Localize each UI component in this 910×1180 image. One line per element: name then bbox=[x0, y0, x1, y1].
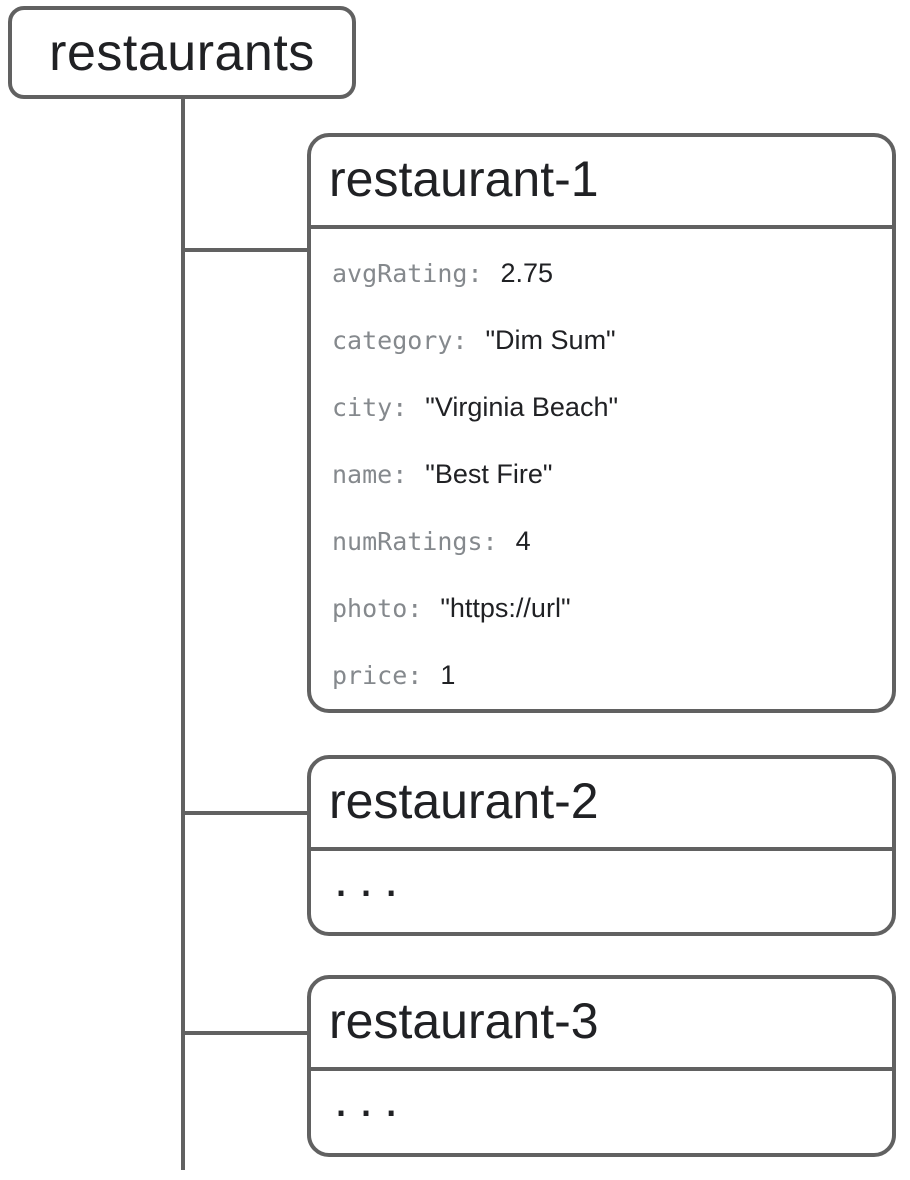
document-card-restaurant-3: restaurant-3 ... bbox=[307, 975, 896, 1157]
field-value: "https://url" bbox=[440, 593, 571, 623]
field-key: price: bbox=[332, 661, 423, 690]
field-row: category: "Dim Sum" bbox=[332, 326, 872, 355]
field-row: numRatings: 4 bbox=[332, 527, 872, 556]
field-value: "Dim Sum" bbox=[485, 325, 616, 355]
connector-line-restaurant-1 bbox=[183, 248, 309, 252]
field-key: category: bbox=[332, 326, 468, 355]
field-value: "Virginia Beach" bbox=[425, 392, 619, 422]
field-value: 2.75 bbox=[500, 258, 554, 288]
field-row: name: "Best Fire" bbox=[332, 460, 872, 489]
document-card-restaurant-1: restaurant-1 avgRating: 2.75 category: "… bbox=[307, 133, 896, 713]
ellipsis-text: ... bbox=[332, 869, 408, 904]
field-key: numRatings: bbox=[332, 527, 498, 556]
field-value: 4 bbox=[515, 526, 531, 556]
field-value: "Best Fire" bbox=[425, 459, 553, 489]
field-key: photo: bbox=[332, 594, 423, 623]
document-fields: avgRating: 2.75 category: "Dim Sum" city… bbox=[311, 229, 892, 690]
field-row: photo: "https://url" bbox=[332, 594, 872, 623]
document-header: restaurant-3 bbox=[311, 979, 892, 1071]
field-value: 1 bbox=[440, 660, 456, 690]
connector-line-restaurant-2 bbox=[183, 811, 309, 815]
field-key: avgRating: bbox=[332, 259, 483, 288]
document-title: restaurant-1 bbox=[329, 151, 599, 207]
document-title: restaurant-3 bbox=[329, 993, 599, 1049]
document-title: restaurant-2 bbox=[329, 773, 599, 829]
field-key: city: bbox=[332, 393, 408, 422]
field-row: avgRating: 2.75 bbox=[332, 259, 872, 288]
document-header: restaurant-2 bbox=[311, 759, 892, 851]
collection-label: restaurants bbox=[49, 23, 315, 82]
field-key: name: bbox=[332, 460, 408, 489]
document-header: restaurant-1 bbox=[311, 137, 892, 229]
document-card-restaurant-2: restaurant-2 ... bbox=[307, 755, 896, 936]
field-row: price: 1 bbox=[332, 661, 872, 690]
collection-node: restaurants bbox=[8, 6, 356, 99]
field-row: city: "Virginia Beach" bbox=[332, 393, 872, 422]
connector-line-restaurant-3 bbox=[183, 1031, 309, 1035]
ellipsis-text: ... bbox=[332, 1089, 408, 1124]
tree-trunk-line bbox=[181, 98, 185, 1170]
